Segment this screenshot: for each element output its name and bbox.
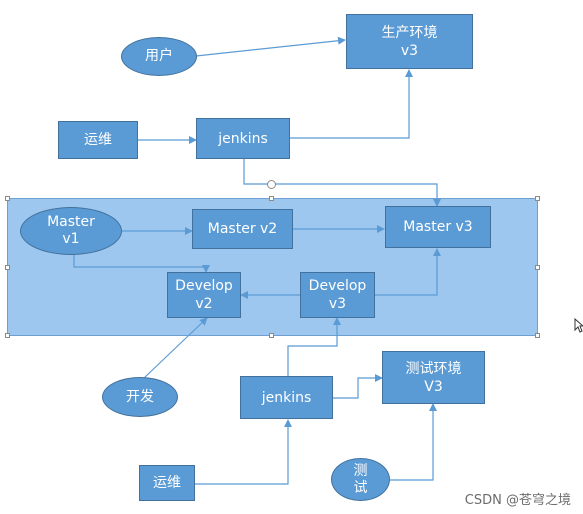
node-tester[interactable]: 测 试 [331,458,390,501]
node-tester-label: 测 试 [353,462,368,496]
resize-handle-bottom-right[interactable] [535,333,540,338]
resize-handle-bottom-mid[interactable] [269,333,274,338]
resize-handle-top-left[interactable] [5,196,10,201]
node-dev-label: 开发 [126,388,154,405]
node-dev[interactable]: 开发 [102,377,178,417]
watermark: CSDN @苍穹之境 [464,493,571,508]
node-develop-v3-label: Develop v3 [308,278,367,312]
arrow-jenkins-bottom-to-test [333,374,383,399]
resize-handle-top-mid[interactable] [269,196,274,201]
node-test-env[interactable]: 测试环境 V3 [382,351,485,404]
resize-handle-mid-left[interactable] [5,265,10,270]
resize-handle-bottom-left[interactable] [5,333,10,338]
node-master-v2[interactable]: Master v2 [192,209,293,249]
arrow-develop-v3-to-master-v3 [375,248,441,296]
node-master-v1-label: Master v1 [47,214,95,247]
node-user-label: 用户 [145,48,173,64]
node-test-env-label: 测试环境 V3 [405,360,462,395]
node-ops-bottom[interactable]: 运维 [139,465,195,501]
node-jenkins-top[interactable]: jenkins [196,118,290,159]
arrow-jenkins-top-to-master-v3 [243,159,441,207]
node-jenkins-bottom[interactable]: jenkins [240,376,333,419]
arrow-jenkins-bottom-to-develop-v3 [287,317,341,376]
node-jenkins-bottom-label: jenkins [261,389,312,406]
node-jenkins-top-label: jenkins [218,130,268,147]
resize-handle-top-right[interactable] [535,196,540,201]
arrow-ops-bottom-to-jenkins-bottom [195,419,292,485]
node-develop-v2[interactable]: Develop v2 [167,272,241,318]
resize-handle-mid-right[interactable] [535,265,540,270]
node-master-v3-label: Master v3 [403,219,473,235]
arrow-master-v1-to-develop-v2 [73,255,210,273]
node-ops-bottom-label: 运维 [153,475,181,491]
arrow-tester-to-test [390,403,437,481]
node-master-v3[interactable]: Master v3 [385,206,491,248]
node-master-v1[interactable]: Master v1 [20,207,122,255]
node-prod-env-label: 生产环境 v3 [381,24,438,59]
arrow-dev-to-develop-v2 [143,317,208,379]
node-prod-env[interactable]: 生产环境 v3 [346,14,473,69]
node-ops-top-label: 运维 [84,132,112,148]
node-develop-v3[interactable]: Develop v3 [300,272,375,318]
node-ops-top[interactable]: 运维 [58,121,138,159]
node-develop-v2-label: Develop v2 [175,278,233,312]
node-user[interactable]: 用户 [121,37,197,76]
arrow-jenkins-top-to-prod [290,69,413,139]
arrow-user-to-prod [195,36,346,57]
node-master-v2-label: Master v2 [207,221,278,237]
mouse-cursor-icon [574,318,583,333]
rotate-handle-icon[interactable] [267,180,276,189]
